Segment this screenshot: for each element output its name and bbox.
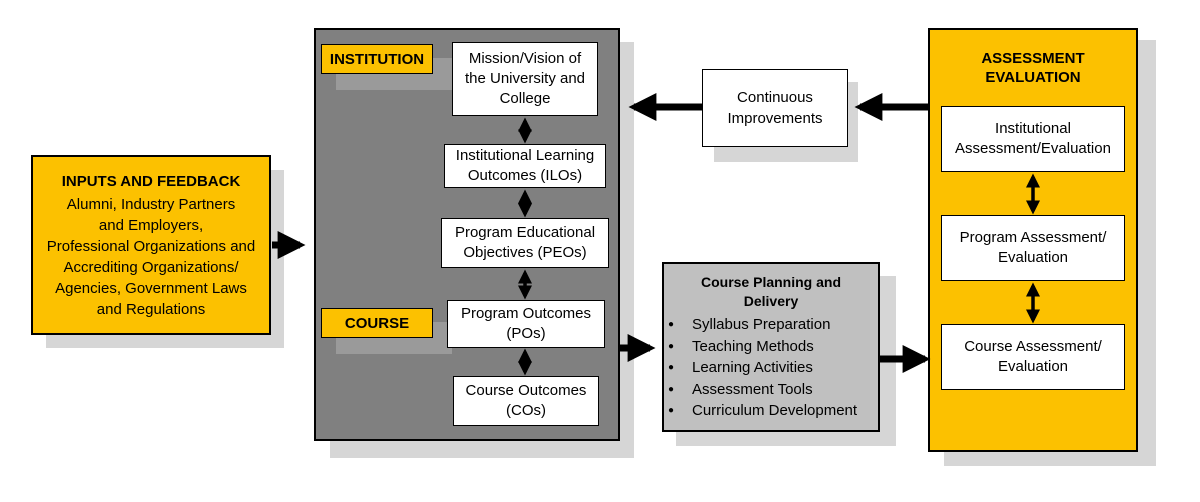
assessment-title: ASSESSMENT EVALUATION xyxy=(930,49,1136,87)
list-item: Teaching Methods xyxy=(666,336,878,358)
mission-vision-box: Mission/Vision of the University and Col… xyxy=(452,42,598,116)
institutional-assessment-box: Institutional Assessment/Evaluation xyxy=(941,106,1125,172)
co-box: Course Outcomes (COs) xyxy=(453,376,599,426)
course-planning-title: Course Planning and Delivery xyxy=(664,273,878,311)
mission-line: the University and xyxy=(464,70,586,87)
po-line: (POs) xyxy=(506,325,546,342)
list-item: Assessment Tools xyxy=(666,379,878,401)
course-assessment-line: Course Assessment/ xyxy=(964,338,1102,355)
inputs-line: Agencies, Government Laws xyxy=(55,279,247,297)
po-box: Program Outcomes (POs) xyxy=(447,300,605,348)
mission-line: College xyxy=(499,90,551,107)
list-item: Syllabus Preparation xyxy=(666,314,878,336)
program-line: Program Assessment/ xyxy=(959,229,1107,246)
co-line: (COs) xyxy=(506,402,546,419)
ilo-line: Institutional Learning xyxy=(455,147,595,164)
continuous-line: Continuous xyxy=(737,89,813,106)
list-item: Learning Activities xyxy=(666,357,878,379)
inputs-feedback-box: INPUTS AND FEEDBACK Alumni, Industry Par… xyxy=(31,155,271,335)
institutional-line: Institutional xyxy=(995,120,1071,137)
assessment-title-line: ASSESSMENT xyxy=(981,50,1085,67)
course-assessment-box: Course Assessment/ Evaluation xyxy=(941,324,1125,390)
inputs-line: Accrediting Organizations/ xyxy=(63,258,239,276)
program-line: Evaluation xyxy=(997,249,1069,266)
ilo-box: Institutional Learning Outcomes (ILOs) xyxy=(444,144,606,188)
ilo-line: Outcomes (ILOs) xyxy=(467,167,583,184)
peo-line: Program Educational xyxy=(454,224,596,241)
peo-line: Objectives (PEOs) xyxy=(463,244,587,261)
program-assessment-box: Program Assessment/ Evaluation xyxy=(941,215,1125,281)
course-tag: COURSE xyxy=(321,308,433,338)
inputs-line: Alumni, Industry Partners xyxy=(66,195,236,213)
course-assessment-line: Evaluation xyxy=(997,358,1069,375)
peo-box: Program Educational Objectives (PEOs) xyxy=(441,218,609,268)
inputs-line: and Employers, xyxy=(98,216,204,234)
list-item: Curriculum Development xyxy=(666,400,878,422)
course-planning-title-line: Delivery xyxy=(743,293,799,309)
course-planning-box: Course Planning and Delivery Syllabus Pr… xyxy=(662,262,880,432)
inputs-line: Professional Organizations and xyxy=(46,237,256,255)
inputs-title: INPUTS AND FEEDBACK xyxy=(61,172,241,190)
institution-tag: INSTITUTION xyxy=(321,44,433,74)
assessment-title-line: EVALUATION xyxy=(985,69,1081,86)
po-line: Program Outcomes xyxy=(460,305,592,322)
course-planning-title-line: Course Planning and xyxy=(700,274,841,290)
continuous-line: Improvements xyxy=(727,110,823,127)
inputs-line: and Regulations xyxy=(96,300,206,318)
course-planning-list: Syllabus Preparation Teaching Methods Le… xyxy=(666,314,878,422)
mission-line: Mission/Vision of xyxy=(468,50,582,67)
institutional-line: Assessment/Evaluation xyxy=(955,140,1111,157)
continuous-improvements-box: Continuous Improvements xyxy=(702,69,848,147)
co-line: Course Outcomes xyxy=(465,382,587,399)
